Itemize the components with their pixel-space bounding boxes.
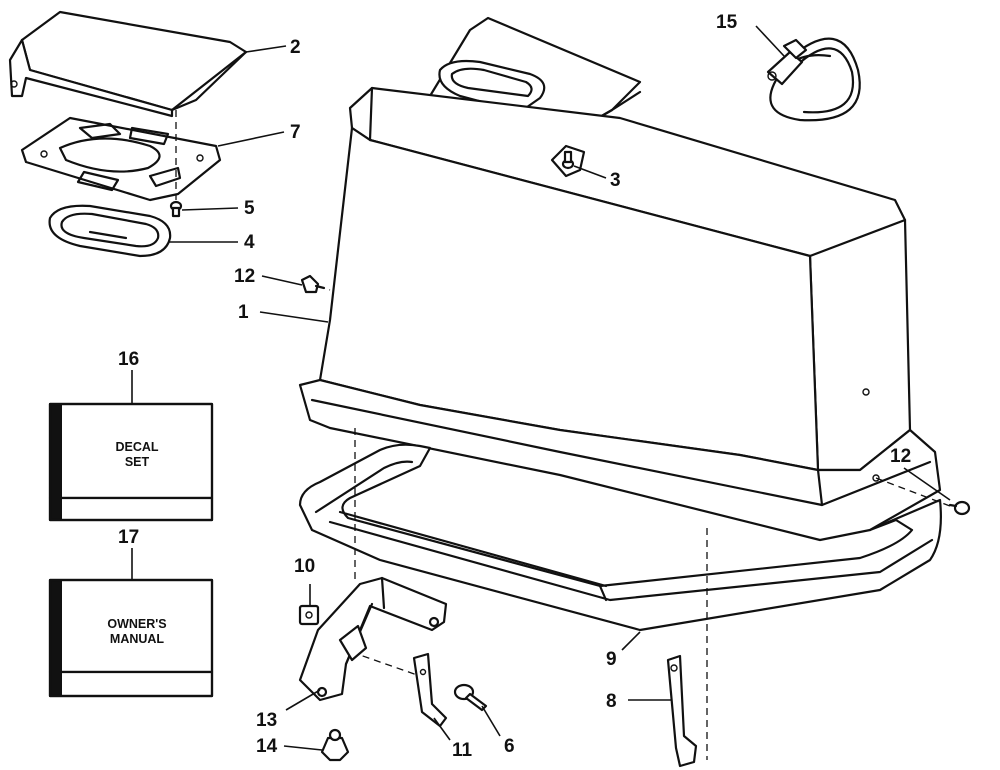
callout-12-right: 12 [890,446,911,467]
part-17-owners-manual-box [48,578,214,698]
part-15-cable [766,37,861,122]
callout-16: 16 [118,349,139,370]
decal-box-line2: SET [125,455,150,469]
callout-17: 17 [118,527,139,548]
part-14-grommet [320,728,350,762]
part-5-screw [169,200,183,218]
part-4-seal-ring [48,204,172,258]
part-13-bracket [298,576,448,702]
part-1-motor-cover [298,16,942,542]
callout-13: 13 [256,710,277,731]
part-6-screw [453,683,488,712]
callout-6: 6 [504,736,515,757]
part-7-gasket [20,116,222,202]
part-12-screw-left [300,274,326,294]
callout-5: 5 [244,198,255,219]
callout-7: 7 [290,122,301,143]
callout-11: 11 [452,740,473,761]
callout-8: 8 [606,691,617,712]
part-10-clip [298,604,320,626]
callout-2: 2 [290,37,301,58]
decal-box-line1: DECAL [115,440,158,454]
part-12-screw-right [948,500,971,516]
part-3-screw [561,150,575,170]
callout-1: 1 [238,302,249,323]
part-11-clip-bracket [412,652,448,728]
part-9-lower-seal [298,443,942,632]
part-2-intake-cover [8,10,248,118]
leader-lines [131,25,951,751]
manual-box-line1: OWNER'S [107,617,166,631]
callout-15: 15 [716,12,738,33]
callout-9: 9 [606,649,617,670]
callout-12-left: 12 [234,266,255,287]
callout-10: 10 [294,556,315,577]
callout-14: 14 [256,736,278,757]
box-labels: DECAL SET OWNER'S MANUAL [107,440,166,646]
callout-4: 4 [244,232,255,253]
part-8-strap [666,654,698,768]
callout-labels: 1 2 3 4 5 6 7 8 9 10 11 12 12 13 14 15 1… [118,12,911,761]
part-16-decal-set-box [48,402,214,522]
callout-3: 3 [610,170,621,191]
manual-box-line2: MANUAL [110,632,165,646]
